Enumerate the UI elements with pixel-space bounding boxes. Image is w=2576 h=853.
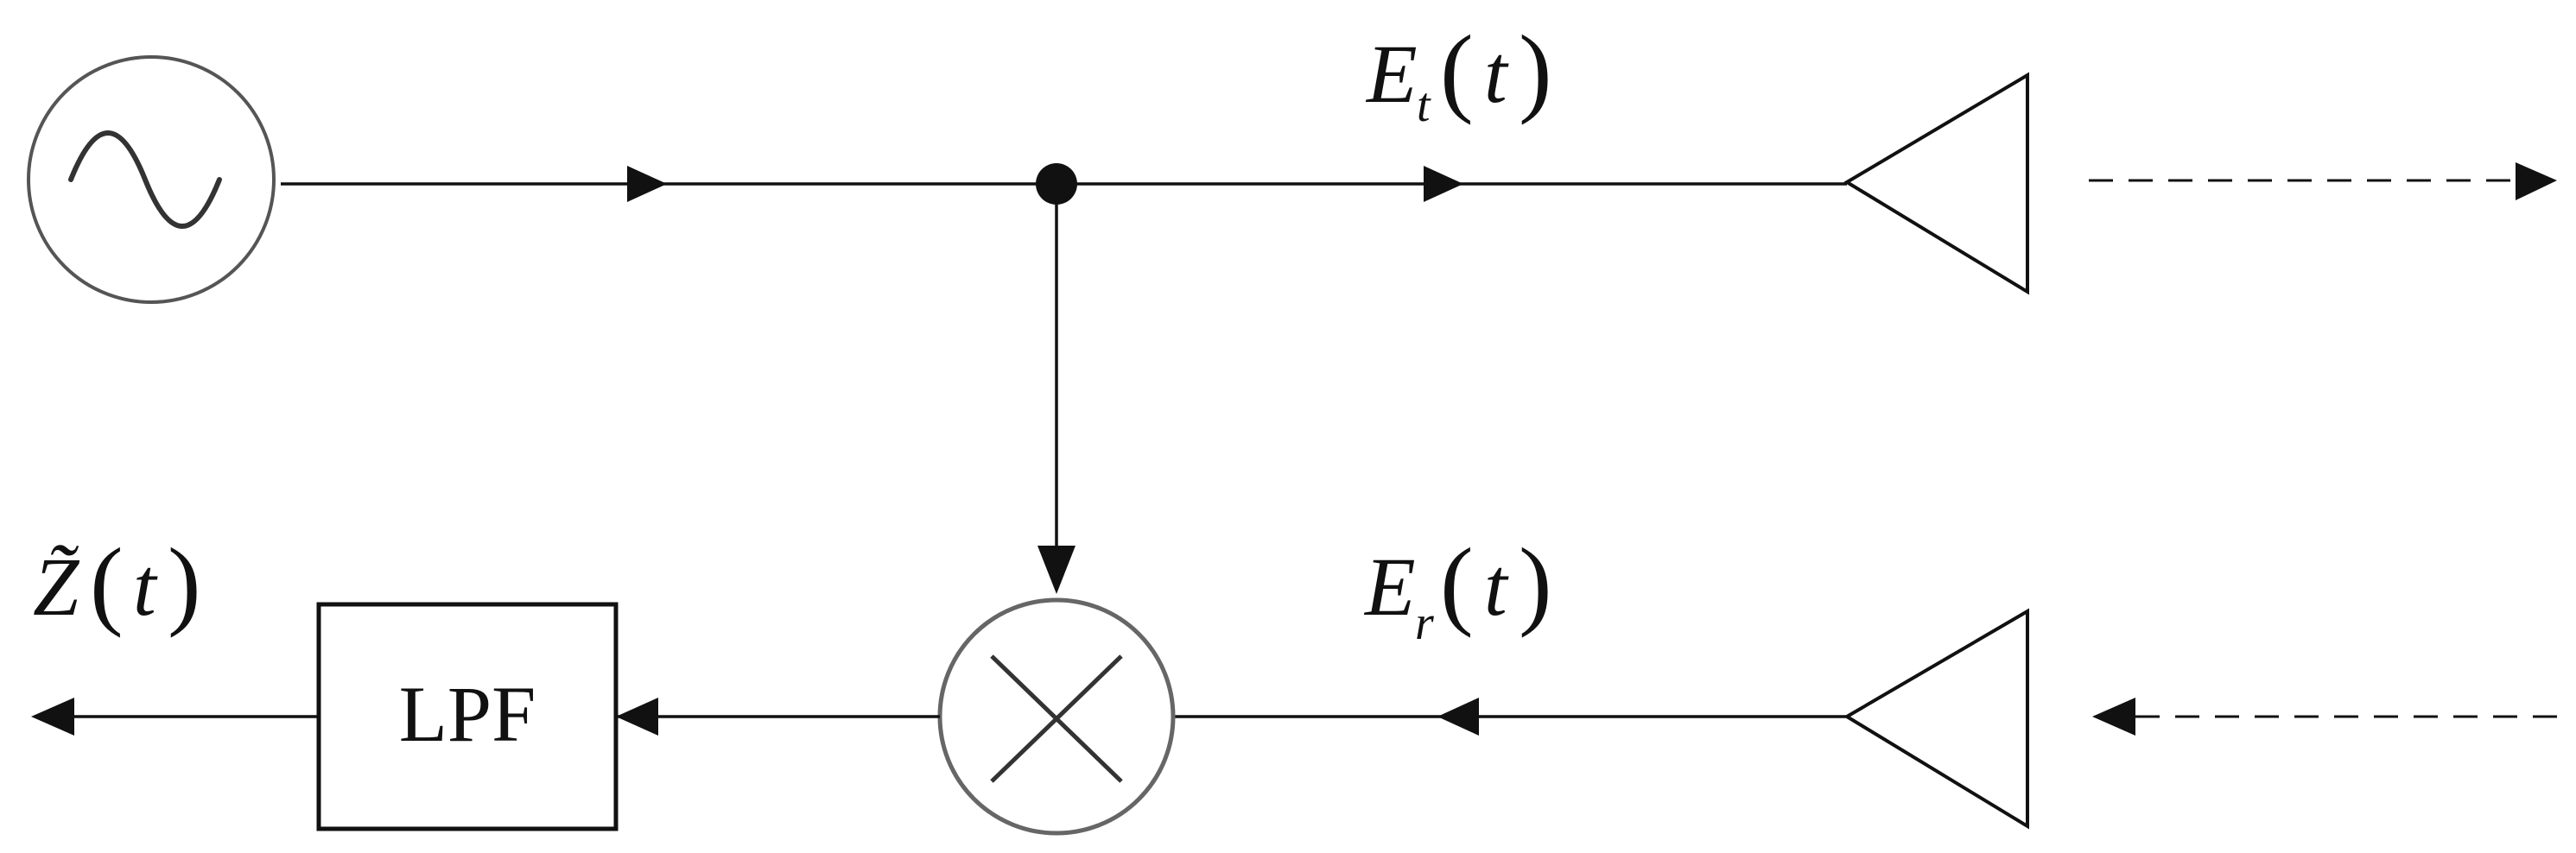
receive-signal-label: E r ( t ) <box>1363 528 1552 650</box>
transmit-signal-label: E t ( t ) <box>1365 16 1552 132</box>
mixer <box>937 597 1176 836</box>
svg-text:t: t <box>1484 28 1509 120</box>
svg-text:Z̃: Z̃ <box>33 540 80 633</box>
svg-text:(: ( <box>1440 16 1474 126</box>
arrowhead-left <box>2092 698 2135 736</box>
arrowhead-left <box>1437 698 1479 736</box>
arrowhead-left <box>616 698 658 736</box>
output-signal-label: Z̃ ( t ) <box>33 528 201 639</box>
svg-text:E: E <box>1363 540 1416 633</box>
transmit-antenna <box>1843 72 2029 295</box>
svg-text:(: ( <box>1440 528 1474 639</box>
svg-text:t: t <box>1417 79 1431 132</box>
arrowhead-right <box>2516 162 2557 200</box>
sine-wave-icon <box>68 130 222 229</box>
mixer-to-lpf-path <box>616 698 940 736</box>
transmit-path <box>281 163 1847 205</box>
lpf-block: LPF <box>316 602 619 831</box>
svg-text:(: ( <box>90 528 124 639</box>
transmit-propagation <box>2089 162 2557 200</box>
receive-propagation <box>2092 698 2557 736</box>
svg-text:t: t <box>1484 540 1509 633</box>
arrowhead-left <box>31 698 74 736</box>
svg-text:t: t <box>133 540 158 633</box>
svg-text:): ) <box>1519 528 1552 639</box>
oscillator-source <box>27 55 276 304</box>
svg-text:r: r <box>1415 597 1434 650</box>
output-path <box>31 698 319 736</box>
lo-feed-path <box>1037 184 1075 594</box>
arrowhead-right <box>627 166 667 202</box>
svg-text:): ) <box>1519 16 1552 126</box>
arrowhead-right <box>1424 166 1463 202</box>
svg-text:E: E <box>1365 28 1418 120</box>
lpf-label: LPF <box>399 670 536 758</box>
svg-text:): ) <box>168 528 201 639</box>
receive-path <box>1173 698 1847 736</box>
arrowhead-down <box>1037 546 1075 594</box>
receive-antenna <box>1843 608 2029 830</box>
